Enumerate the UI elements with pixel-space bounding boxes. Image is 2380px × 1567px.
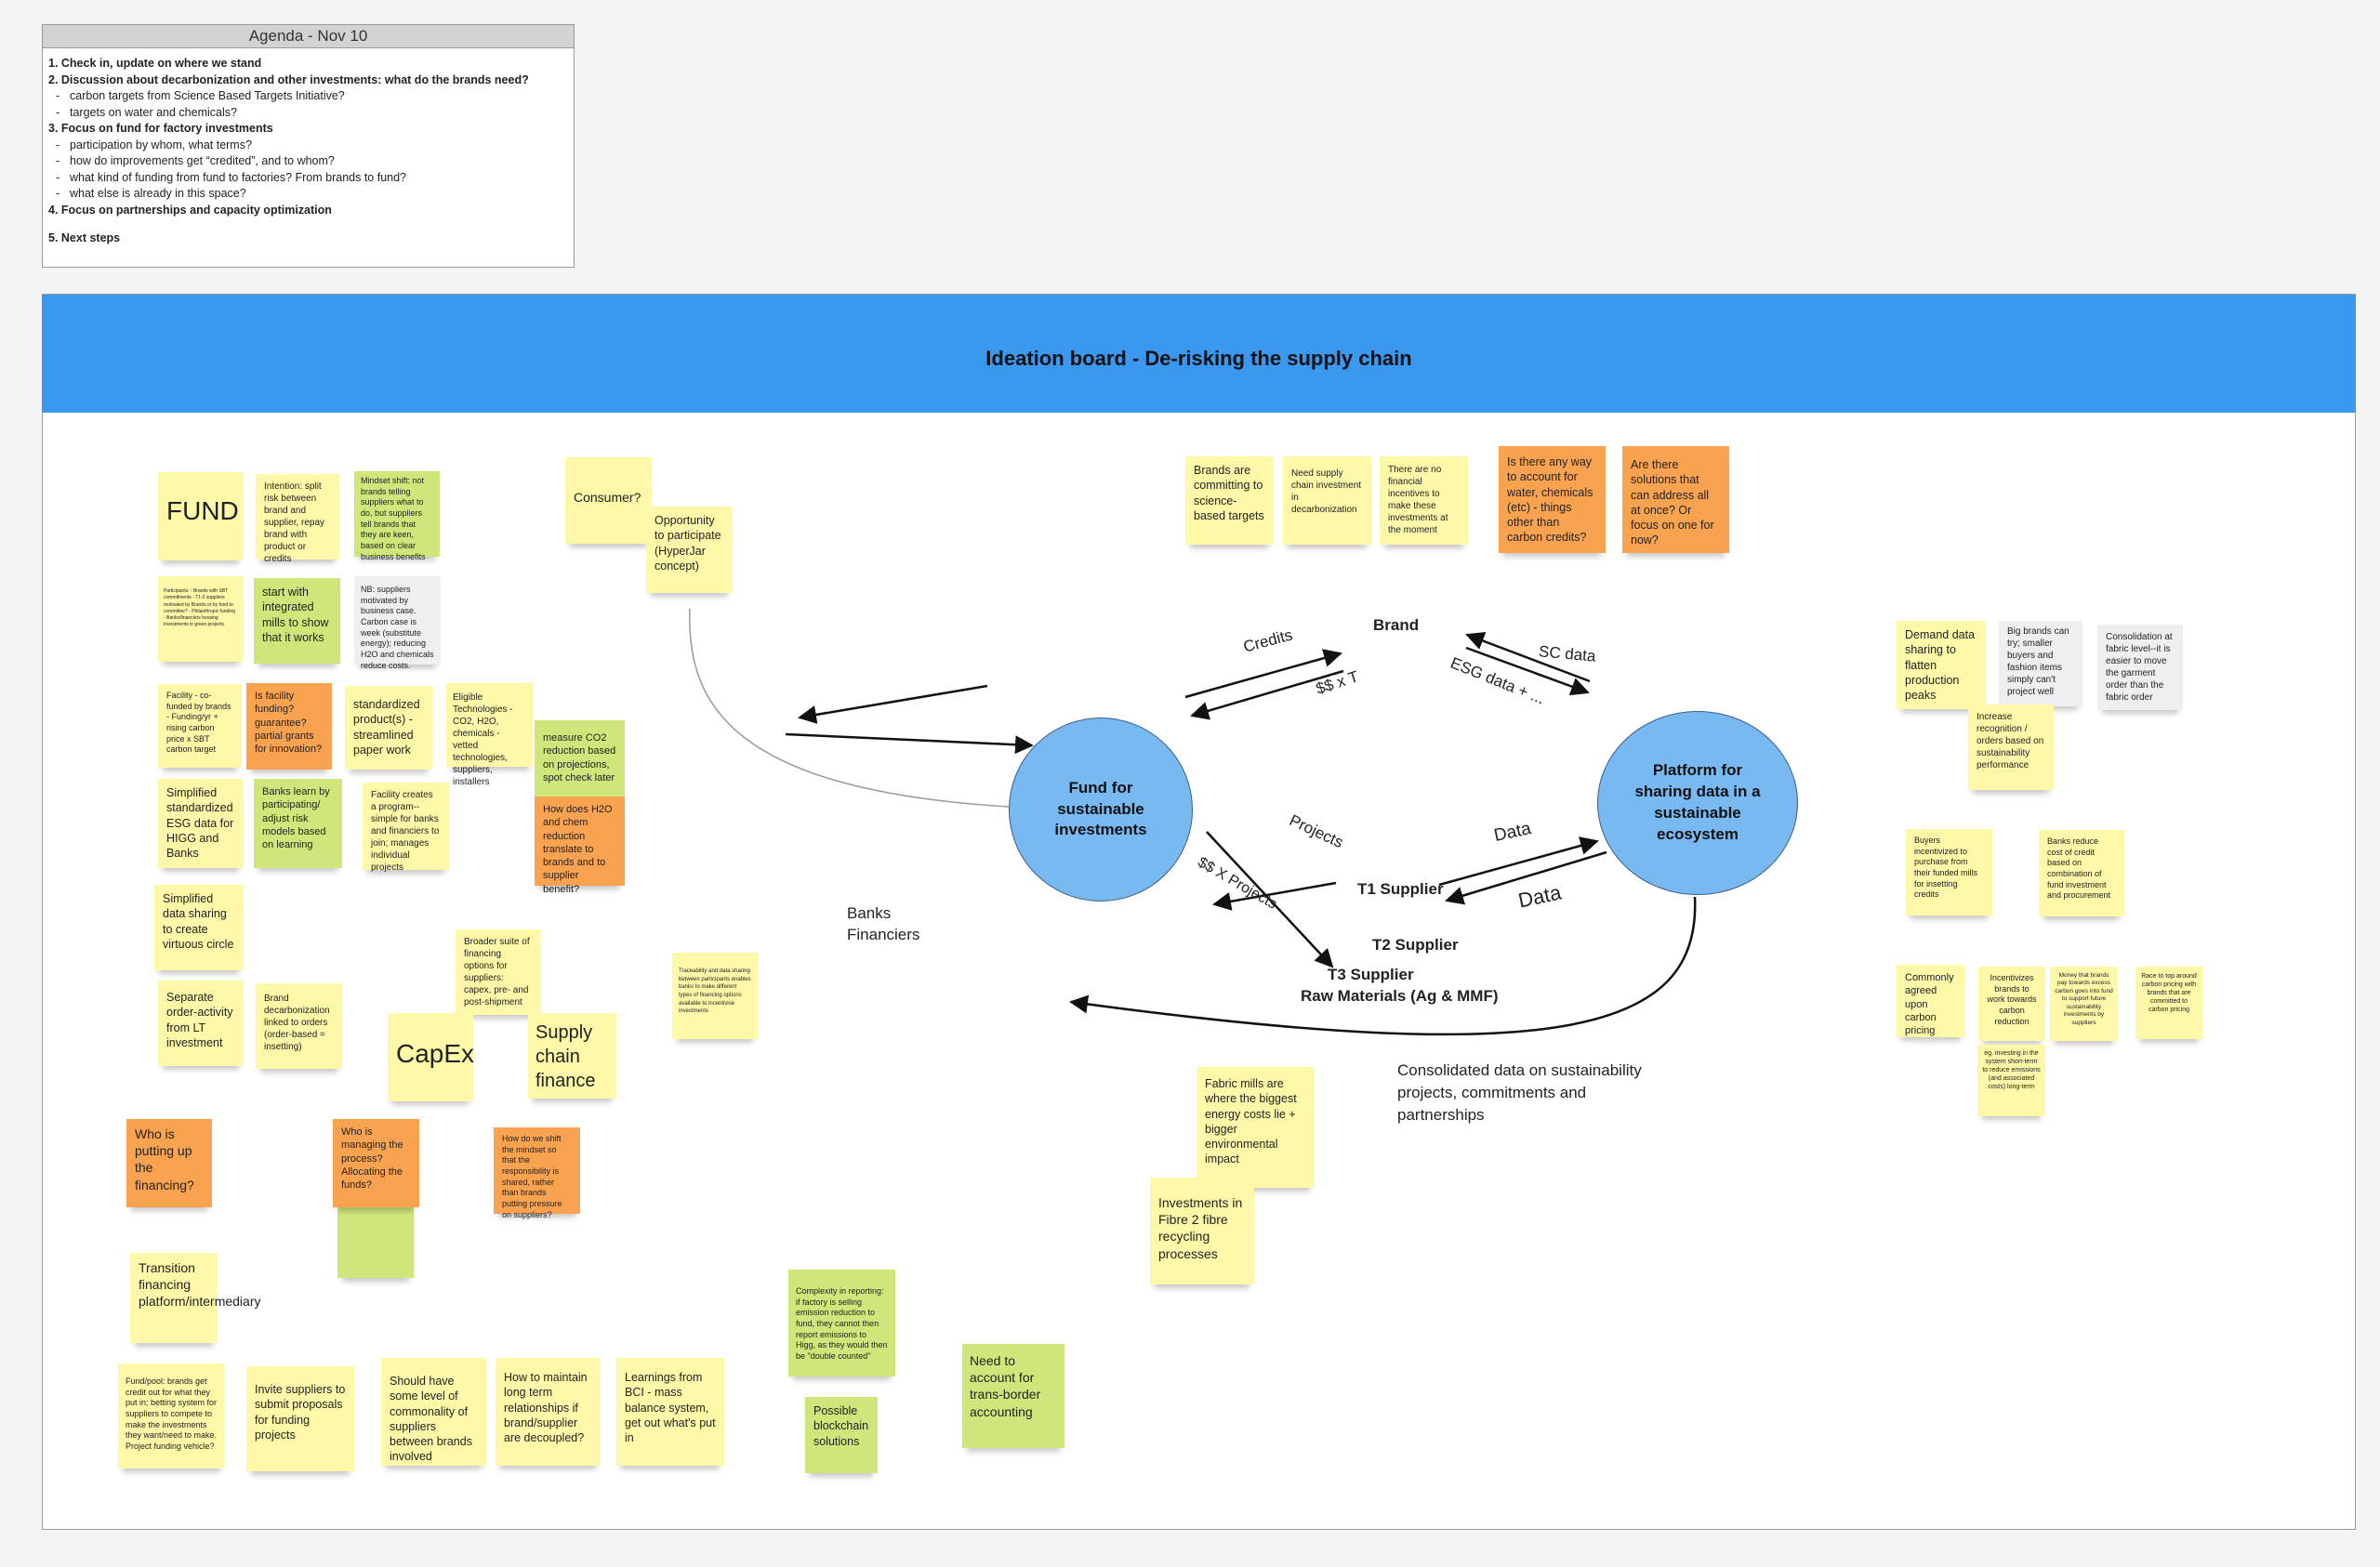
arrow-to-fund [785,732,1034,755]
sticky-note[interactable]: Incentivizes brands to work towards carb… [1978,967,2045,1041]
sticky-note[interactable]: Invite suppliers to submit proposals for… [246,1366,354,1471]
money-projects-arrow [1212,881,1337,911]
sticky-note[interactable]: Need supply chain investment in decarbon… [1283,456,1371,545]
projects-arrow [1206,831,1334,968]
sticky-note[interactable]: Opportunity to participate (HyperJar con… [646,507,733,593]
sticky-note[interactable]: How to maintain long term relationships … [496,1358,601,1466]
sticky-note[interactable]: Facility creates a program--simple for b… [363,783,449,873]
banks-label: Banks [847,904,892,922]
sticky-note[interactable]: Learnings from BCI - mass balance system… [616,1358,724,1466]
board-banner: Ideation board - De-risking the supply c… [42,295,2356,413]
sticky-note[interactable]: Big brands can try; smaller buyers and f… [1999,621,2082,706]
sticky-note[interactable]: Fund/pool: brands get credit out for wha… [118,1363,225,1468]
platform-circle: Platform for sharing data in a sustainab… [1597,711,1798,895]
data-arrow-up [1438,836,1599,887]
sticky-note[interactable]: Need to account for trans-border account… [962,1344,1064,1448]
agenda-item: 4. Focus on partnerships and capacity op… [48,203,332,217]
sticky-note[interactable]: Simplified data sharing to create virtuo… [154,885,244,970]
sticky-note[interactable]: Traceability and data sharing between pa… [672,953,758,1039]
financiers-label: Financiers [847,926,920,943]
agenda-subitem: -what kind of funding from fund to facto… [56,170,407,184]
sticky-note[interactable]: Banks reduce cost of credit based on com… [2039,830,2124,916]
consumer-connector [689,608,1010,808]
arrow-to-left [798,684,988,724]
sticky-note[interactable]: Is there any way to account for water, c… [1499,446,1606,553]
sticky-note[interactable]: Consolidation at fabric level--it is eas… [2097,625,2183,710]
t1-supplier-label: T1 Supplier [1357,880,1444,898]
sticky-note[interactable]: Are there solutions that can address all… [1622,446,1729,553]
sticky-note[interactable]: Money that brands pay towards excess car… [2050,967,2118,1041]
credits-arrow [1184,649,1342,699]
sticky-note[interactable]: Mindset shift: not brands telling suppli… [354,471,440,561]
agenda-item: 3. Focus on fund for factory investments [48,122,273,135]
consolidated-data-label: Consolidated data on sustainability proj… [1397,1061,1642,1124]
agenda-item: 1. Check in, update on where we stand [48,57,262,70]
data-arrow-down [1445,850,1607,905]
consolidated-arrow [1069,896,1697,1036]
sticky-note[interactable]: Broader suite of financing options for s… [456,929,541,1015]
agenda-subitem: -targets on water and chemicals? [56,105,237,119]
sticky-note[interactable]: Simplified standardized ESG data for HIG… [158,779,244,868]
sticky-note[interactable] [337,1199,414,1278]
sticky-note[interactable]: NB: suppliers motivated by business case… [354,576,441,670]
sticky-note[interactable]: Consumer? [565,457,652,544]
agenda-item: 2. Discussion about decarbonization and … [48,72,529,86]
sticky-note[interactable]: How do we shift the mindset so that the … [494,1127,580,1219]
agenda-panel: Agenda - Nov 10 1. Check in, update on w… [42,24,575,268]
sticky-note[interactable]: Separate order-activity from LT investme… [158,981,244,1066]
sticky-note[interactable]: Who is putting up the financing? [126,1119,212,1207]
sticky-note[interactable]: Demand data sharing to flatten productio… [1897,621,1986,709]
sticky-note[interactable]: measure CO2 reduction based on projectio… [535,720,625,797]
sticky-note[interactable]: Who is managing the process? Allocating … [333,1119,419,1207]
sticky-note[interactable]: Complexity in reporting: if factory is s… [788,1270,895,1376]
sticky-note[interactable]: Brands are committing to science-based t… [1185,456,1274,545]
sticky-note[interactable]: Intention: split risk between brand and … [256,474,339,564]
sticky-note[interactable]: Race to top around carbon pricing with b… [2135,967,2202,1039]
sticky-note[interactable]: Buyers incentivized to purchase from the… [1906,829,1992,915]
sticky-note[interactable]: Banks learn by participating/ adjust ris… [254,779,342,868]
agenda-list: 1. Check in, update on where we stand 2.… [43,48,574,255]
agenda-subitem: -what else is already in this space? [56,187,246,200]
sticky-note[interactable]: Should have some level of commonality of… [381,1358,486,1466]
sticky-note[interactable]: FUND [158,472,244,560]
agenda-subitem: -how do improvements get “credited”, and… [56,154,335,167]
t3-supplier-label: T3 Supplier [1328,966,1414,983]
sticky-note[interactable]: How does H2O and chem reduction translat… [535,797,625,895]
sticky-note[interactable]: Increase recognition / orders based on s… [1968,704,2054,790]
board-title: Ideation board - De-risking the supply c… [985,346,1412,370]
sticky-note[interactable]: Supply chain finance [528,1013,616,1099]
sticky-note[interactable]: Participants: - Brands with SBT commitme… [158,576,244,662]
agenda-subitem: -participation by whom, what terms? [56,138,252,151]
agenda-item: 5. Next steps [48,231,121,244]
esg-data-arrow [1465,646,1590,696]
sc-data-arrow [1465,632,1591,683]
sticky-note[interactable]: Investments in Fibre 2 fibre recycling p… [1150,1178,1254,1284]
money-arrow [1190,669,1344,720]
sticky-note[interactable]: Transition financing platform/intermedia… [130,1253,261,1343]
sticky-note[interactable]: Is facility funding? guarantee? partial … [246,683,332,770]
sticky-note[interactable]: Fabric mills are where the biggest energ… [1197,1067,1315,1188]
sticky-note[interactable]: Possible blockchain solutions [805,1397,878,1473]
sticky-note[interactable]: Eligible Technologies - CO2, H2O, chemic… [446,683,534,787]
sticky-note[interactable]: start with integrated mills to show that… [254,578,340,664]
brand-label: Brand [1373,616,1420,634]
fund-circle: Fund for sustainable investments [1009,718,1193,902]
agenda-subitem: -carbon targets from Science Based Targe… [56,89,345,102]
t2-supplier-label: T2 Supplier [1372,936,1459,954]
sticky-note[interactable]: CapEx [388,1013,474,1101]
raw-materials-label: Raw Materials (Ag & MMF) [1301,987,1499,1005]
sticky-note[interactable]: There are no financial incentives to mak… [1380,456,1468,545]
sticky-note[interactable]: Brand decarbonization linked to orders (… [256,983,342,1069]
sticky-note[interactable]: Facility - co-funded by brands - Funding… [158,684,242,768]
sticky-note[interactable]: Commonly agreed upon carbon pricing [1897,965,1965,1037]
agenda-title: Agenda - Nov 10 [43,25,574,48]
sticky-note[interactable]: eg. investing in the system short-term t… [1977,1045,2045,1116]
sticky-note[interactable]: standardized product(s) - streamlined pa… [345,686,432,770]
